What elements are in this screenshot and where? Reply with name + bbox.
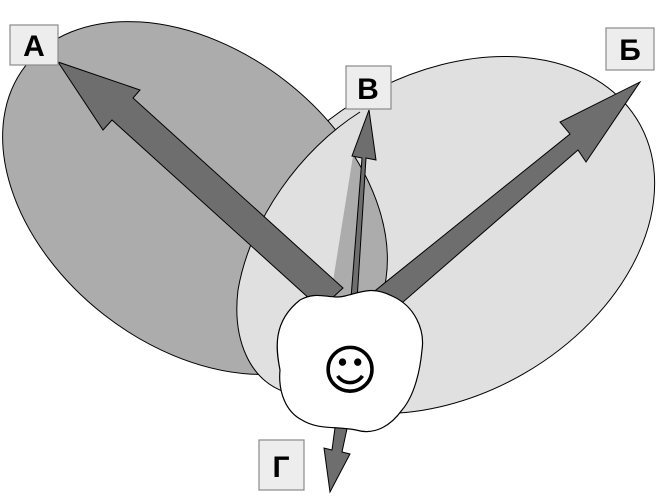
label-b: Б (605, 27, 655, 71)
arrow-to-v (342, 109, 377, 301)
label-a: А (9, 24, 59, 66)
label-b-text: Б (619, 34, 641, 67)
arrow-to-g (323, 419, 351, 494)
label-g-text: Г (272, 451, 289, 484)
label-v-text: В (357, 73, 379, 106)
arrow-to-b (365, 80, 642, 323)
smiley-icon: ☺ (322, 339, 378, 402)
label-g: Г (258, 439, 305, 491)
region-right-boundary (236, 111, 361, 393)
label-v: В (345, 65, 392, 110)
center-blob (276, 289, 424, 433)
label-a-text: А (23, 30, 45, 63)
